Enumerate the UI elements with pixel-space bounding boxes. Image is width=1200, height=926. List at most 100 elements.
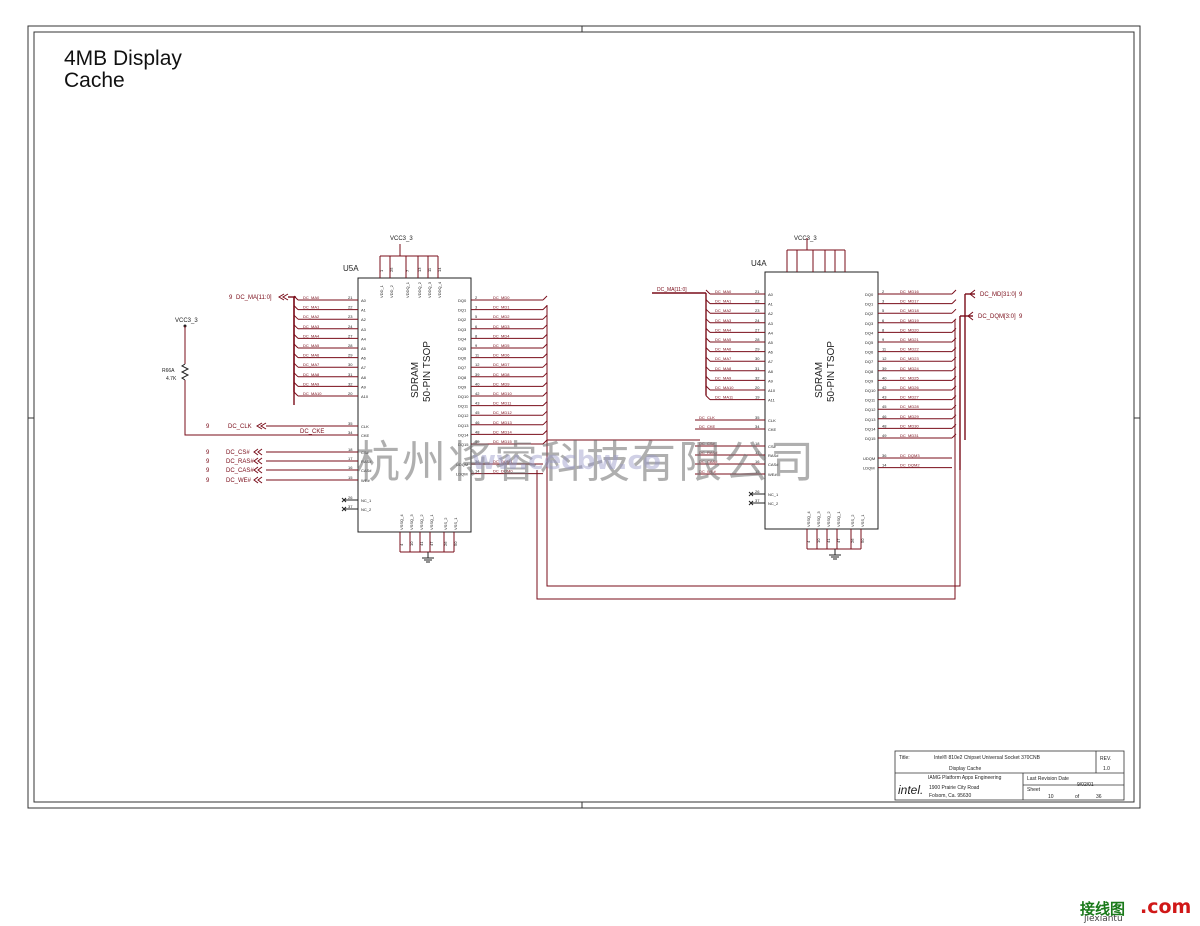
- u5a-address-pin-number: 27: [348, 333, 353, 338]
- u5a-address-pin-number: 29: [348, 353, 353, 358]
- control-port-name: DC_RAS#: [226, 459, 254, 465]
- u5a-data-pin-number: 46: [475, 420, 480, 425]
- u4a-control-pin-number: 15: [755, 469, 760, 474]
- u4a-address-pin-name: A1: [768, 302, 774, 307]
- u4a-address-pin-number: 20: [755, 385, 760, 390]
- u4a-ground-pin-number: 41: [826, 538, 831, 543]
- u4a-ground-pin-name: VSSQ_2: [826, 511, 831, 527]
- u5a-data-net-label: DC_MD7: [493, 362, 510, 367]
- u5a-control-pin-name: CS#: [361, 450, 370, 455]
- u5a-address-pin-name: A3: [361, 327, 367, 332]
- u4a-data-pin-name: DQ13: [865, 417, 876, 422]
- u4a-bus-entry: [705, 289, 711, 295]
- u4a-address-pin-number: 31: [755, 366, 760, 371]
- u4a-ground-pins: 4VSSQ_410VSSQ_341VSSQ_247VSSQ_126VSS_250…: [806, 511, 865, 560]
- u4a-data-net-label: DC_MD21: [900, 337, 919, 342]
- u4a-data-net-label: DC_MD27: [900, 395, 919, 400]
- u5a-address-pin-name: A2: [361, 317, 367, 322]
- u5a-data-net-label: DC_MD2: [493, 314, 510, 319]
- u5a-data-pin-name: DQ12: [458, 413, 469, 418]
- control-port-sheet: 9: [206, 450, 210, 456]
- u4a-control-pin-number: 16: [755, 459, 760, 464]
- u4a-address-pin-number: 30: [755, 356, 760, 361]
- u5a-data-pin-name: DQ0: [458, 298, 467, 303]
- u4a-data-net-label: DC_MD24: [900, 366, 919, 371]
- u5a-data-bus-entry: [542, 391, 548, 397]
- u5a-data-pin-name: DQ4: [458, 336, 467, 341]
- u5a-address-net-label: DC_MA7: [303, 362, 320, 367]
- u4a-data-bus-entry: [951, 289, 957, 295]
- u5a-power-pin-name: VDDQ_4: [437, 281, 442, 298]
- right-ports: DC_MD[31:0] 9 DC_DQM[3:0] 9: [959, 289, 1023, 470]
- tb-date: 9/02/01: [1077, 782, 1094, 788]
- u4a-data-pin-number: 6: [882, 318, 885, 323]
- u4a-dqm-pin-number: 14: [882, 463, 887, 468]
- u5a-power-pin-number: 13: [417, 267, 422, 272]
- u4a-address-pin-number: 23: [755, 308, 760, 313]
- u4a-control-net-label: DC_CS#: [699, 441, 716, 446]
- u5a-address-pin-number: 31: [348, 372, 353, 377]
- u5a-control-pin-name: CKE: [361, 433, 370, 438]
- u4a-data-net-label: DC_MD31: [900, 433, 919, 438]
- u4a-data-pin-name: DQ6: [865, 350, 874, 355]
- u5a-ground-pin-name: VSSQ_4: [399, 514, 404, 530]
- u5a-data-pin-number: 3: [475, 305, 478, 310]
- u5a-address-net-label: DC_MA8: [303, 372, 320, 377]
- u5a-power-pin-number: 7: [405, 269, 410, 272]
- u5a-data-bus-entry: [542, 382, 548, 387]
- u5a-data-pin-name: DQ11: [458, 404, 469, 409]
- port-clk-arrow: [256, 422, 267, 430]
- u4a-dqm-net-label: DC_DQM2: [900, 463, 920, 468]
- u4a-address-net-label: DC_MA1: [715, 299, 732, 304]
- u4a-nc-pin-number: 37: [755, 498, 760, 503]
- u4a-data-pin-name: DQ5: [865, 340, 874, 345]
- u4a-ground-pin-number: 50: [860, 538, 865, 543]
- u4a-data-pin-number: 49: [882, 433, 887, 438]
- port-ma-arrow: [278, 293, 289, 301]
- u5a-address-pin-number: 21: [348, 295, 353, 300]
- u5a-control-pin-number: 17: [348, 456, 353, 461]
- u5a-power-pin-name: VDDQ_2: [417, 281, 422, 298]
- u5a-dqm-net-label: DC_DQM0: [493, 469, 513, 474]
- control-port-sheet: 9: [206, 468, 210, 474]
- u5a-dqm-pin-name: UDQM: [456, 462, 468, 467]
- u5a-data-pin-number: 5: [475, 314, 478, 319]
- u4a-nc-marker: [748, 500, 754, 506]
- u4a-data-pin-number: 39: [882, 366, 887, 371]
- u5a-address-net-label: DC_MA4: [303, 333, 320, 338]
- u5a-control-pin-number: 34: [348, 430, 353, 435]
- u5a-control-pin-number: 18: [348, 447, 353, 452]
- u5a-data-bus-entry: [542, 362, 548, 368]
- u4a-ground-pin-name: VSS_2: [850, 514, 855, 527]
- u5a-control-pin-name: CLK: [361, 424, 369, 429]
- u5a-data-pin-name: DQ6: [458, 356, 467, 361]
- u5a-ground-pin-name: VSS_2: [443, 517, 448, 530]
- u5a-data-net-label: DC_MD4: [493, 333, 510, 338]
- net-cke: DC_CKE: [300, 429, 324, 435]
- u5a-address-net-label: DC_MA2: [303, 314, 320, 319]
- u4a-nc-pin-name: NC_2: [768, 501, 779, 506]
- tb-company-logo: intel.: [898, 783, 923, 797]
- tb-total: 36: [1096, 794, 1102, 800]
- u5a-data-pin-number: 40: [475, 381, 480, 386]
- u5a-ground-pin-name: VSSQ_3: [409, 514, 414, 530]
- u5a-data-pin-name: DQ7: [458, 365, 467, 370]
- u5a-data-pin-number: 6: [475, 324, 478, 329]
- u5a-power-pin-number: 25: [389, 267, 394, 272]
- control-port-name: DC_CS#: [226, 450, 250, 456]
- u5a-address-pin-name: A10: [361, 394, 369, 399]
- u4a-data-pin-name: DQ4: [865, 330, 874, 335]
- u5a-label-line2: 50-PIN TSOP: [422, 341, 433, 402]
- u5a-power-pins: 1VDD_125VDD_27VDDQ_113VDDQ_211VDDQ_314VD…: [379, 244, 442, 298]
- u5a-dqm-pin-name: LDQM: [456, 472, 468, 477]
- u4a-data-pin-name: DQ10: [865, 388, 876, 393]
- tb-rev: 1.0: [1103, 766, 1110, 772]
- u5a-data-pin-name: DQ10: [458, 394, 469, 399]
- u5a-address-pin-number: 28: [348, 343, 353, 348]
- sheet-border: [27, 25, 1141, 809]
- u5a-data-pin-number: 48: [475, 429, 480, 434]
- u4a-control-pin-name: CS#: [768, 444, 777, 449]
- u5a-data-pin-name: DQ9: [458, 384, 467, 389]
- u4a-data-pin-name: DQ9: [865, 378, 874, 383]
- control-port-arrow: [253, 466, 263, 474]
